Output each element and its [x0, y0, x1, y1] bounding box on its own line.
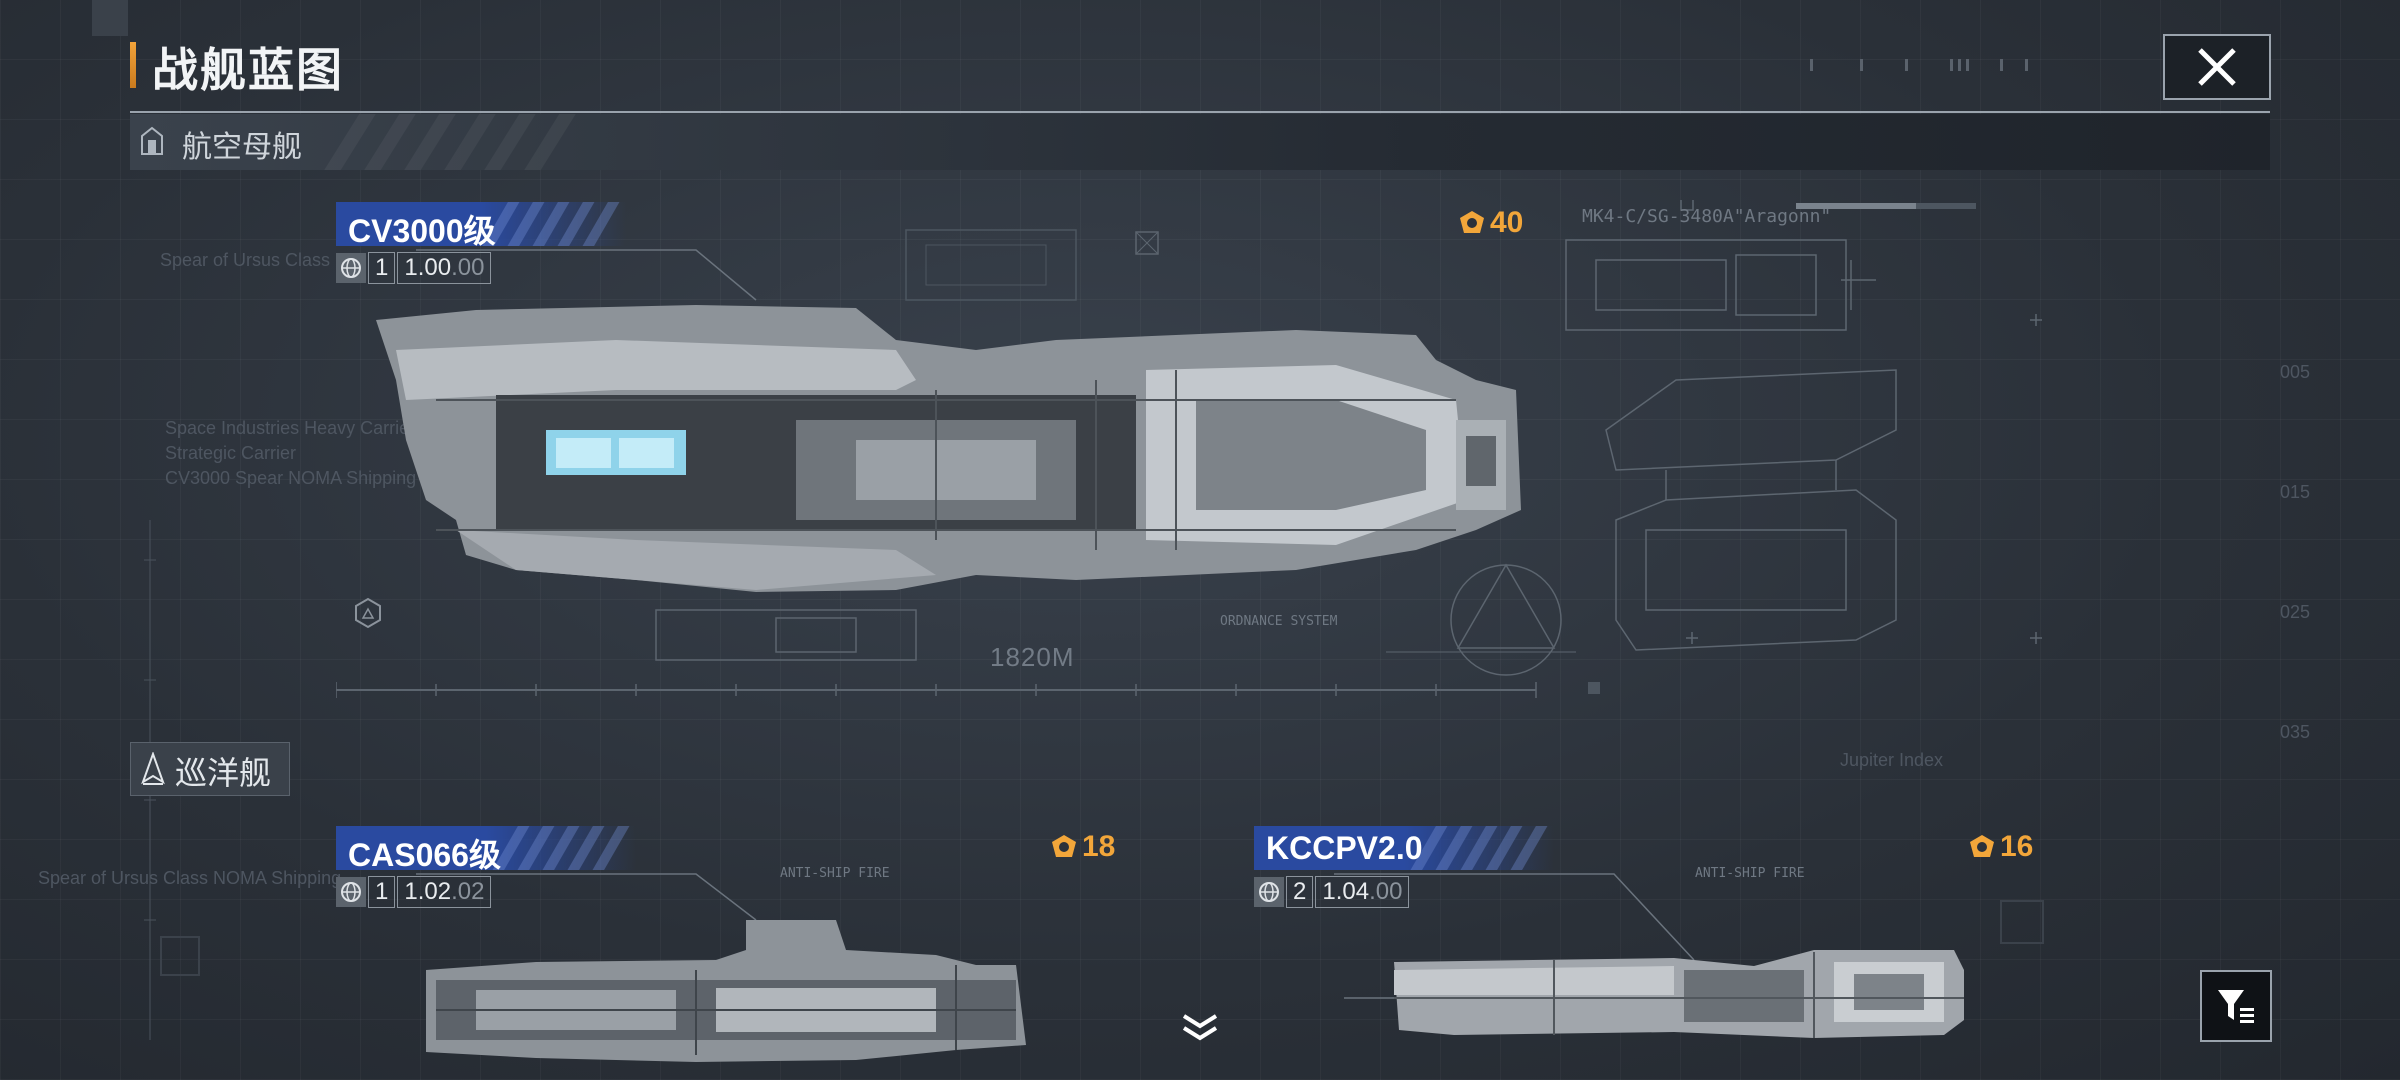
tier-value: 1: [375, 878, 389, 905]
ship-card-cas066[interactable]: CAS066级 1 1.02.02: [336, 826, 636, 908]
background-text: Spear of Ursus Class NOMA Shipping: [38, 868, 342, 888]
title-accent-bar: [130, 42, 136, 88]
corner-marker: [92, 0, 128, 36]
ruler-label: 005: [2280, 362, 2311, 382]
background-text: Strategic Carrier: [165, 443, 297, 463]
cruiser-section-label: 巡洋舰: [175, 754, 272, 792]
globe-icon: [336, 877, 366, 907]
ship-meta: 1 1.00.00: [336, 252, 626, 284]
ruler-label: 035: [2280, 722, 2311, 742]
ship-tier: 1: [368, 252, 396, 284]
ship-tier: 1: [368, 876, 396, 908]
version-dim: .00: [1369, 878, 1403, 905]
version-dim: .00: [451, 254, 485, 281]
scale-label: 1820M: [990, 642, 1075, 672]
ship-card-cv3000[interactable]: CV3000级 1 1.00.00: [336, 202, 626, 284]
ship-name-plate: CV3000级: [336, 202, 626, 249]
background-text: Space Industries Heavy Carrier Class: [165, 418, 466, 438]
version-dim: .02: [451, 878, 485, 905]
filter-icon: [2218, 990, 2254, 1023]
tier-value: 2: [1293, 878, 1307, 905]
carrier-section-label: 航空母舰: [182, 130, 302, 165]
ship-name: CAS066级: [348, 837, 501, 873]
ruler-label: 025: [2280, 602, 2311, 622]
ship-meta: 2 1.04.00: [1254, 876, 1554, 908]
globe-icon: [336, 253, 366, 283]
ship-name-plate: CAS066级: [336, 826, 636, 873]
ship-version: 1.04.00: [1315, 876, 1410, 908]
chevron-double-down-icon: [1182, 1014, 1218, 1041]
cost-emblem-icon: [1970, 835, 1994, 857]
ship-card-kccpv2[interactable]: KCCPV2.0 2 1.04.00: [1254, 826, 1554, 908]
carrier-section-header: [130, 114, 2270, 170]
close-button[interactable]: [2163, 34, 2271, 100]
cost-value: 18: [1082, 830, 1116, 863]
ship-meta: 1 1.02.02: [336, 876, 636, 908]
carrier-icon: [140, 126, 164, 160]
cost-emblem-icon: [1460, 211, 1484, 233]
ship-cost: 40: [1458, 206, 1523, 240]
background-text: Jupiter Index: [1840, 750, 1944, 770]
close-icon: [2198, 48, 2236, 86]
cas066-blueprint: [416, 873, 1026, 1062]
version-main: 1.00: [404, 254, 452, 281]
ship-annotation: ANTI-SHIP FIRE: [1695, 866, 1805, 881]
ship-name: CV3000级: [348, 213, 496, 249]
globe-icon: [1254, 877, 1284, 907]
ship-version: 1.00.00: [397, 252, 492, 284]
cv3000-blueprint: [336, 200, 2042, 698]
ship-cost: 18: [1050, 830, 1115, 864]
decor-square: [160, 936, 200, 976]
ruler-label: 015: [2280, 482, 2311, 502]
model-label: MK4-C/SG-3480A"Aragonn": [1582, 206, 1832, 227]
kccpv2-blueprint: [1334, 873, 1964, 1038]
ship-name-plate: KCCPV2.0: [1254, 826, 1554, 870]
scroll-down-button[interactable]: [1178, 1010, 1222, 1050]
version-main: 1.02: [404, 878, 452, 905]
decor-square: [2000, 900, 2044, 944]
cruiser-icon: [140, 751, 166, 790]
cost-emblem-icon: [1052, 835, 1076, 857]
page-title: 战舰蓝图: [152, 43, 344, 97]
cost-value: 16: [2000, 830, 2034, 863]
signal-marks: [1810, 59, 2028, 71]
ship-name: KCCPV2.0: [1266, 830, 1423, 866]
tier-value: 1: [375, 254, 389, 281]
system-label: ORDNANCE SYSTEM: [1220, 614, 1338, 629]
ship-annotation: ANTI-SHIP FIRE: [780, 866, 890, 881]
ship-version: 1.02.02: [397, 876, 492, 908]
cruiser-section-tag: [130, 742, 290, 796]
filter-button[interactable]: [2200, 970, 2272, 1042]
cost-value: 40: [1490, 206, 1524, 239]
ship-tier: 2: [1286, 876, 1314, 908]
version-main: 1.04: [1322, 878, 1370, 905]
ship-cost: 16: [1968, 830, 2033, 864]
background-text: Spear of Ursus Class: [160, 250, 331, 270]
section-divider: [130, 111, 2270, 113]
